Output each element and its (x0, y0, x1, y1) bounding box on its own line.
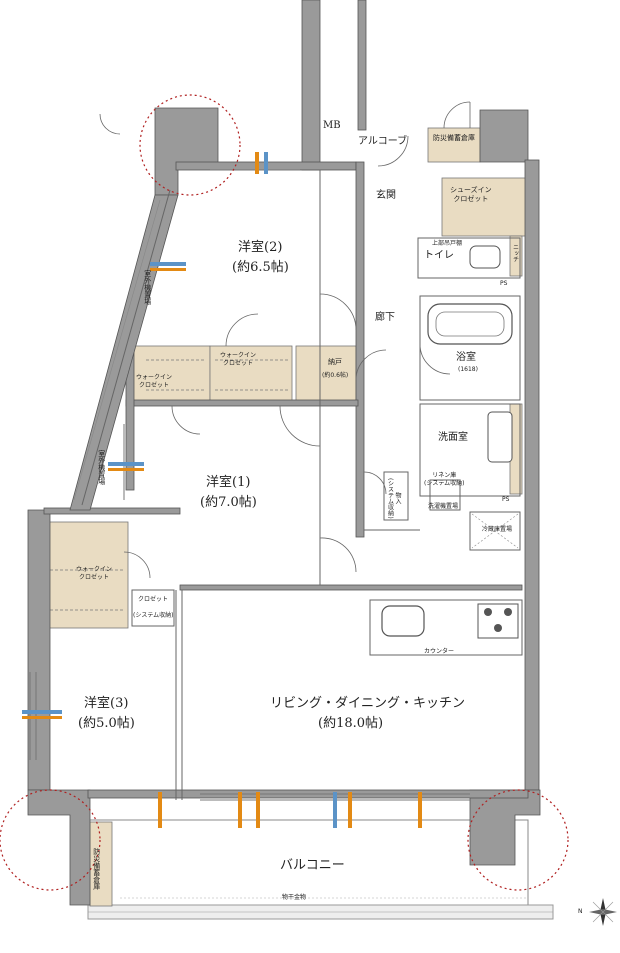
balcony-floor (87, 819, 529, 916)
ac-unit-1-label: 室外機置場 (143, 270, 152, 305)
diagonal-wall (69, 194, 179, 511)
western-room-1-name: 洋室(1) (206, 475, 251, 490)
bathtub (427, 303, 513, 345)
alcove-label: アルコーブ (358, 136, 408, 147)
disaster-storage-top: 防災備蓄倉庫 (433, 134, 475, 142)
bath-name: 浴室 (456, 352, 476, 363)
toilet-fixture (469, 245, 501, 269)
drying-rod-label: 物干金物 (282, 894, 307, 901)
vent-markers (22, 152, 422, 828)
walkin-closet-b-label: ウォークイン クロゼット (220, 352, 257, 367)
fridge-space (471, 513, 519, 549)
western-room-3-size: (約5.0帖) (78, 716, 135, 731)
compass-icon (589, 898, 617, 926)
walkin-closet-a-label: ウォークイン クロゼット (136, 374, 173, 389)
washing-machine-label: 洗濯機置場 (428, 503, 459, 510)
monoire-label: 物入 (システム収納) (386, 477, 402, 519)
ldk-size: (約18.0帖) (318, 716, 384, 731)
upper-cabinet-label: 上部吊戸棚 (432, 240, 463, 247)
door-swings (99, 101, 471, 579)
ps-label-1: PS (500, 280, 508, 287)
washroom-label: 洗面室 (438, 432, 468, 443)
ps-label-2: PS (502, 496, 510, 503)
niche-label: ニッチ (511, 244, 519, 262)
kitchen-sink (381, 605, 425, 637)
interior-lines (131, 170, 523, 800)
highlight-circles (0, 94, 569, 891)
storage-fills (45, 127, 527, 907)
western-room-2-name: 洋室(2) (238, 240, 283, 255)
disaster-storage-balcony: 防災備蓄倉庫 (92, 848, 101, 890)
closet-note: (システム収納) (133, 612, 174, 619)
closet-rails (50, 359, 288, 611)
bath-size: (1618) (458, 366, 478, 373)
closet-name: クロゼット (138, 596, 169, 603)
ldk-name: リビング・ダイニング・キッチン (270, 696, 466, 711)
balcony-label: バルコニー (280, 858, 345, 873)
washbasin (487, 411, 513, 463)
linen-label: リネン庫 (システム収納) (424, 472, 465, 487)
mb-label: MB (323, 120, 341, 131)
western-room-3-name: 洋室(3) (84, 696, 129, 711)
corridor-label: 廊下 (375, 312, 395, 323)
compass-label: N (578, 908, 583, 915)
shoes-in-closet-label: シューズイン クロゼット (450, 186, 492, 203)
toilet-label: トイレ (424, 250, 454, 261)
western-room-1-size: (約7.0帖) (200, 495, 257, 510)
entrance-label: 玄関 (376, 190, 396, 201)
stove (477, 603, 519, 639)
walkin-closet-c-label: ウォークイン クロゼット (76, 566, 113, 581)
walls (27, 0, 541, 906)
fridge-label: 冷蔵庫置場 (482, 526, 513, 533)
western-room-2-size: (約6.5帖) (232, 260, 289, 275)
nando-name: 納戸 (328, 358, 342, 366)
counter-label: カウンター (424, 648, 455, 655)
ac-unit-2-label: 室外機置場 (97, 450, 106, 485)
nando-size: (約0.6帖) (322, 372, 349, 379)
